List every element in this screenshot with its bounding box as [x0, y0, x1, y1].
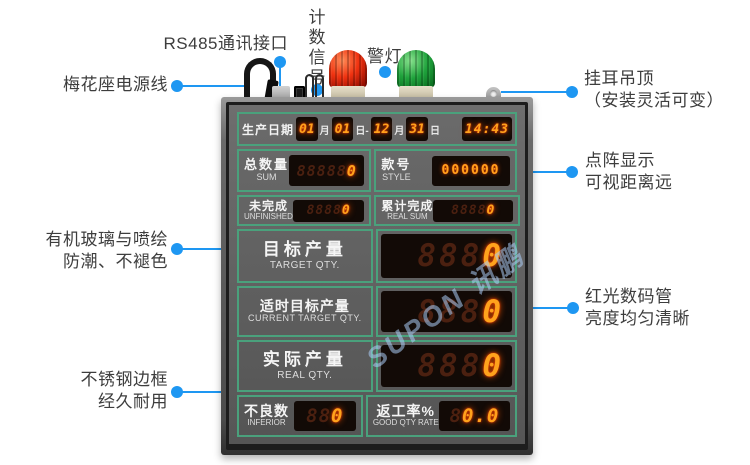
- real-label-cell: 实际产量 REAL QTY.: [237, 340, 373, 392]
- callout-line-dot-matrix: [532, 171, 568, 173]
- callout-line-acrylic: [181, 248, 223, 250]
- callout-rs485-label: RS485通讯接口: [163, 34, 288, 53]
- callout-dot-matrix-line1: 点阵显示: [585, 151, 655, 170]
- callout-acrylic-line1: 有机玻璃与喷绘: [45, 230, 168, 249]
- callout-ear-line1: 挂耳吊顶: [584, 69, 654, 88]
- callout-line-ear: [501, 91, 567, 93]
- date-unit-month2: 月: [394, 125, 405, 137]
- mounting-ear-hole: [490, 90, 497, 97]
- counting-signal-wire-icon: [305, 74, 314, 101]
- callout-dot-alarm: [379, 66, 391, 78]
- style-cell: 款号 STYLE 000000: [374, 149, 517, 192]
- callout-dot-matrix-label: 点阵显示 可视距离远: [585, 150, 673, 195]
- rework-label: 返工率% GOOD QTY RATE: [372, 402, 439, 428]
- callout-dot-rs485: [274, 56, 286, 68]
- date-day2-display: 31: [409, 121, 425, 137]
- red-warning-light: [329, 50, 367, 88]
- date-cell: 生产日期 01 月 01 日- 12 月 31 日 14:43: [237, 112, 517, 146]
- style-dot-matrix-display: 000000: [432, 155, 510, 186]
- callout-steel-frame-line2: 经久耐用: [98, 392, 168, 412]
- callout-counting-signal-label: 计数信号: [305, 8, 325, 88]
- callout-dot-counting-signal: [311, 84, 323, 96]
- time-display: 14:43: [464, 121, 510, 137]
- callout-line-steel-frame: [181, 391, 223, 393]
- style-label: 款号 STYLE: [381, 157, 412, 182]
- green-warning-light: [397, 50, 435, 88]
- callout-dot-power: [171, 80, 183, 92]
- signal-connector-icon: [294, 86, 305, 100]
- date-month2-display: 12: [373, 121, 390, 137]
- callout-line-power: [181, 85, 245, 87]
- real-label: 实际产量 REAL QTY.: [262, 350, 347, 381]
- callout-line-rs485: [279, 66, 281, 92]
- callout-power-label: 梅花座电源线: [63, 75, 168, 94]
- date-unit-day1: 日-: [355, 125, 369, 137]
- date-day1-display: 01: [334, 121, 351, 137]
- callout-alarm-label: 警灯: [367, 47, 402, 66]
- current-target-label-cell: 适时目标产量 CURRENT TARGET QTY.: [237, 286, 373, 337]
- realsum-label: 累计完成 REAL SUM: [381, 198, 434, 221]
- callout-red-led-line1: 红光数码管: [585, 287, 673, 306]
- callout-dot-matrix-line2: 可视距离远: [585, 173, 673, 193]
- date-unit-month1: 月: [319, 125, 330, 137]
- callout-dot-dot-matrix: [566, 166, 578, 178]
- callout-steel-frame-label: 不锈钢边框 经久耐用: [58, 369, 168, 414]
- callout-ear-label: 挂耳吊顶 （安装灵活可变）: [584, 68, 724, 113]
- callout-line-red-led: [533, 307, 569, 309]
- unfinished-label: 未完成 UNFINISHED: [244, 198, 293, 221]
- inferior-label: 不良数 INFERIOR: [244, 402, 289, 428]
- callout-dot-acrylic: [171, 243, 183, 255]
- callout-dot-ear: [566, 86, 578, 98]
- sum-label: 总数量 SUM: [244, 157, 290, 182]
- callout-steel-frame-line1: 不锈钢边框: [80, 370, 168, 389]
- callout-red-led-line2: 亮度均匀清晰: [585, 309, 690, 329]
- callout-red-led-label: 红光数码管 亮度均匀清晰: [585, 286, 690, 331]
- target-label-cell: 目标产量 TARGET QTY.: [237, 229, 373, 283]
- led-display-panel: 生产日期 01 月 01 日- 12 月 31 日 14:43: [221, 97, 533, 455]
- date-month1-display: 01: [299, 121, 315, 137]
- date-row: 生产日期 01 月 01 日- 12 月 31 日 14:43: [237, 112, 517, 146]
- counting-signal-wire-icon: [315, 74, 324, 101]
- target-label: 目标产量 TARGET QTY.: [262, 240, 347, 271]
- callout-ear-line2: （安装灵活可变）: [584, 91, 724, 111]
- callout-acrylic-line2: 防潮、不褪色: [63, 252, 168, 272]
- panel-face: 生产日期 01 月 01 日- 12 月 31 日 14:43: [229, 105, 531, 444]
- date-unit-day2: 日: [429, 125, 440, 137]
- panel-bezel: 生产日期 01 月 01 日- 12 月 31 日 14:43: [226, 102, 531, 450]
- callout-dot-steel-frame: [171, 386, 183, 398]
- callout-dot-red-led: [567, 302, 579, 314]
- date-label: 生产日期: [242, 122, 295, 137]
- callout-acrylic-label: 有机玻璃与喷绘 防潮、不褪色: [28, 229, 168, 274]
- current-target-label: 适时目标产量 CURRENT TARGET QTY.: [248, 297, 362, 324]
